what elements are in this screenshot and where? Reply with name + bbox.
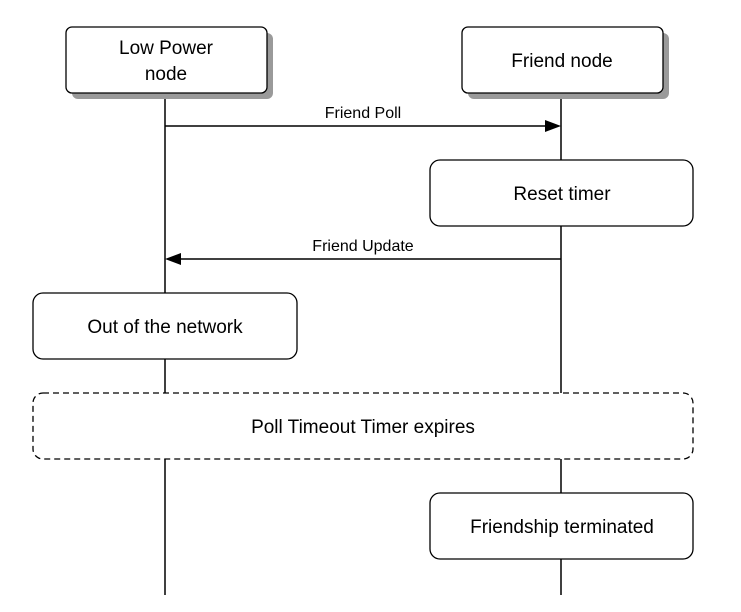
out-of-network-label: Out of the network: [87, 317, 243, 338]
friend-update-message: Friend Update: [165, 238, 561, 265]
poll-timeout-label: Poll Timeout Timer expires: [251, 417, 475, 438]
friend-poll-arrowhead: [545, 120, 561, 132]
reset-timer-box: Reset timer: [429, 159, 694, 227]
friendship-terminated-label: Friendship terminated: [470, 517, 654, 538]
friend-node-label: Friend node: [511, 51, 612, 72]
low-power-node-label-line2: node: [145, 64, 187, 85]
friend-poll-label: Friend Poll: [325, 105, 401, 122]
out-of-network-box: Out of the network: [32, 292, 298, 360]
friendship-terminated-box: Friendship terminated: [429, 492, 694, 560]
low-power-node-box: Low Power node: [65, 26, 273, 99]
poll-timeout-box: Poll Timeout Timer expires: [32, 392, 694, 460]
reset-timer-label: Reset timer: [513, 184, 611, 205]
friend-update-label: Friend Update: [312, 238, 413, 255]
friend-update-arrowhead: [165, 253, 181, 265]
low-power-node-label-line1: Low Power: [119, 38, 214, 59]
friend-poll-message: Friend Poll: [165, 105, 561, 132]
friend-node-box: Friend node: [461, 26, 669, 99]
